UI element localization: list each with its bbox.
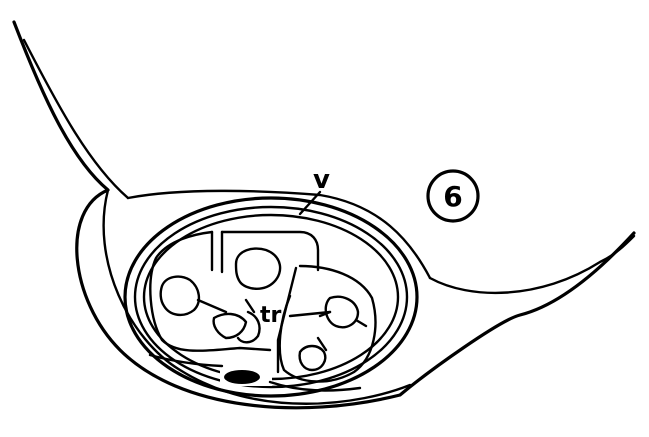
tracheid-label: tr <box>260 303 282 328</box>
bundle-sheath <box>125 198 417 396</box>
panel-number-badge: 6 <box>428 171 478 221</box>
left-chamber <box>150 232 318 351</box>
panel-number: 6 <box>443 180 462 213</box>
phloem-gap <box>150 355 360 390</box>
vessel-label: v <box>313 165 330 195</box>
